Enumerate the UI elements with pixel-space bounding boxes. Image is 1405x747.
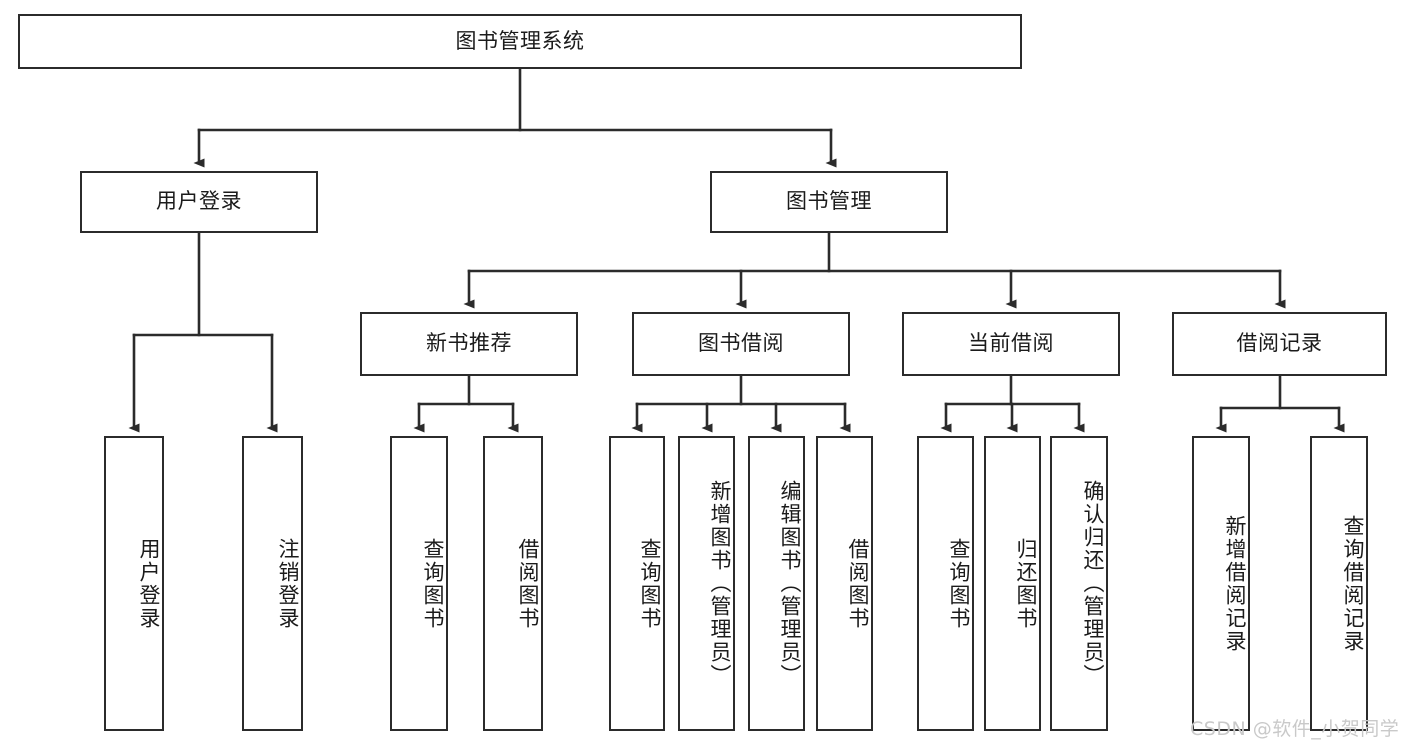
node-root[interactable]: 图书管理系统 — [18, 14, 1022, 69]
node-user-login[interactable]: 用户登录 — [80, 171, 318, 233]
node-book-borrow[interactable]: 图书借阅 — [632, 312, 850, 376]
csdn-watermark: CSDN @软件_小贺同学 — [1190, 718, 1400, 740]
node-leaf-query-borrow-record[interactable]: 查询借阅记录 — [1310, 436, 1368, 731]
node-leaf-edit-book-admin[interactable]: 编辑图书（管理员） — [748, 436, 805, 731]
node-leaf-borrow-book-recommend[interactable]: 借阅图书 — [483, 436, 543, 731]
node-leaf-logout-login[interactable]: 注销登录 — [242, 436, 303, 731]
node-new-book-recommend[interactable]: 新书推荐 — [360, 312, 578, 376]
node-leaf-query-book-recommend[interactable]: 查询图书 — [390, 436, 448, 731]
node-book-management[interactable]: 图书管理 — [710, 171, 948, 233]
node-leaf-add-book-admin[interactable]: 新增图书（管理员） — [678, 436, 735, 731]
node-leaf-confirm-return-admin[interactable]: 确认归还（管理员） — [1050, 436, 1108, 731]
node-current-borrow[interactable]: 当前借阅 — [902, 312, 1120, 376]
node-leaf-query-book-current[interactable]: 查询图书 — [917, 436, 974, 731]
node-leaf-return-book[interactable]: 归还图书 — [984, 436, 1041, 731]
node-borrow-record[interactable]: 借阅记录 — [1172, 312, 1387, 376]
node-leaf-borrow-book[interactable]: 借阅图书 — [816, 436, 873, 731]
node-leaf-add-borrow-record[interactable]: 新增借阅记录 — [1192, 436, 1250, 731]
node-leaf-query-book-borrow[interactable]: 查询图书 — [609, 436, 665, 731]
node-leaf-user-login[interactable]: 用户登录 — [104, 436, 164, 731]
